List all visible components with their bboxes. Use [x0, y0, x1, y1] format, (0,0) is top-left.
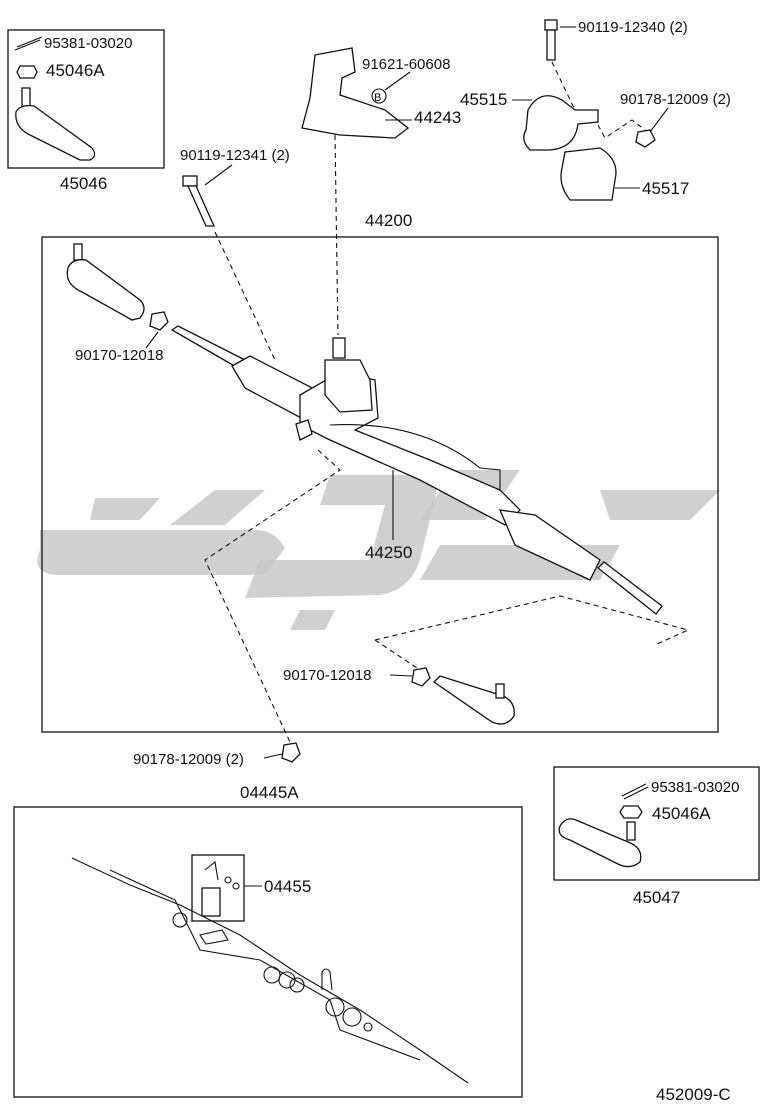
mount-hole-icon: [295, 419, 313, 441]
nut-90170-a-icon: [149, 311, 169, 331]
label-90170-a: 90170-12018: [75, 347, 163, 364]
label-45046A-a: 45046A: [46, 61, 105, 80]
bolt-group-top: 90119-12340 (2): [544, 19, 688, 111]
castle-nut-icon: [16, 65, 38, 79]
tie-rod-end-45047-icon: [558, 818, 642, 868]
stud-icon-left: [73, 243, 83, 261]
assembly-box-44200: [41, 236, 719, 733]
oring-icon-2: [278, 971, 296, 989]
tie-rod-end-right-icon: [432, 675, 515, 725]
oring-icon-4: [325, 997, 345, 1017]
shield-group: B 91621-60608 44243: [301, 47, 461, 336]
kit-box-04445A: [13, 806, 523, 1098]
heat-shield-44243-icon: [301, 47, 410, 139]
cotter-pin-icon: [14, 39, 41, 51]
oring-icon-6: [363, 1022, 373, 1032]
castle-nut-icon-2: [619, 805, 643, 819]
tie-rod-end-icon: [15, 104, 96, 161]
label-b: B: [374, 92, 381, 104]
label-45046A-b: 45046A: [652, 804, 711, 823]
bracket-45515-icon: [523, 95, 599, 151]
bolt-head-icon: [544, 19, 558, 31]
callout-b-circle: [371, 88, 387, 104]
inset-box-45046: [7, 29, 165, 169]
inset-box-04455: [191, 854, 245, 922]
label-04445A: 04445A: [240, 783, 299, 802]
nut-90178-bottom-group: 90178-12009 (2): [133, 742, 301, 768]
bushing-45517-icon: [560, 147, 617, 201]
assembly-44200: 44200 90170-12018 44250 90170-12018: [41, 211, 719, 743]
spring-icon: [201, 887, 221, 917]
oring-icon-1: [263, 966, 281, 984]
nut-90178-bottom-icon: [281, 742, 301, 763]
inner-tie-rod-right-icon: [597, 561, 663, 615]
label-95381-b: 95381-03020: [651, 779, 739, 796]
label-44200: 44200: [365, 211, 412, 230]
label-44243: 44243: [414, 108, 461, 127]
label-90178-top: 90178-12009 (2): [620, 91, 731, 108]
bolt-shank-icon-2: [186, 185, 216, 227]
gasket-icon: [199, 929, 229, 945]
label-45046: 45046: [60, 174, 107, 193]
bolt-head-icon-2: [182, 175, 198, 187]
small-part-icon-1: [224, 876, 232, 884]
pinion-housing-icon: [324, 359, 373, 413]
oring-icon-5: [342, 1007, 362, 1027]
tie-rod-end-left-icon: [66, 259, 145, 321]
label-44250: 44250: [365, 543, 412, 562]
label-45517: 45517: [642, 179, 689, 198]
label-04455: 04455: [264, 877, 311, 896]
label-90119-12341: 90119-12341 (2): [180, 147, 290, 164]
stud-icon-2: [626, 821, 636, 841]
label-95381-a: 95381-03020: [44, 35, 132, 52]
inset-45047: 95381-03020 45046A 45047: [553, 766, 760, 907]
label-90178-bottom: 90178-12009 (2): [133, 751, 244, 768]
small-part-icon-2: [232, 882, 240, 890]
pinion-shaft-icon: [332, 337, 346, 359]
oring-icon-3: [289, 977, 305, 993]
clamp-group: 45515 45517 90178-12009 (2): [460, 90, 731, 201]
label-45047: 45047: [633, 888, 680, 907]
inset-box-45047: [553, 766, 760, 881]
seal-icon-1: [172, 912, 188, 928]
boot-right-icon: [498, 509, 601, 581]
inner-tie-rod-left-icon: [170, 325, 247, 369]
nut-90170-b-icon: [411, 667, 431, 687]
stud-icon-right: [495, 683, 505, 699]
bolt-shank-icon: [546, 29, 556, 61]
diagram-reference-code: 452009-C: [656, 1085, 731, 1104]
bolt-group-left: 90119-12341 (2): [180, 147, 290, 361]
label-90170-b: 90170-12018: [283, 667, 371, 684]
rack-outline-line: [71, 857, 469, 1084]
label-90119-12340: 90119-12340 (2): [578, 19, 688, 36]
label-91621: 91621-60608: [362, 56, 450, 73]
nut-90178-top-icon: [635, 129, 656, 148]
label-45515: 45515: [460, 90, 507, 109]
kit-04445A: 04445A 04455: [13, 783, 523, 1098]
inset-45046: 95381-03020 45046A 45046: [7, 29, 165, 193]
